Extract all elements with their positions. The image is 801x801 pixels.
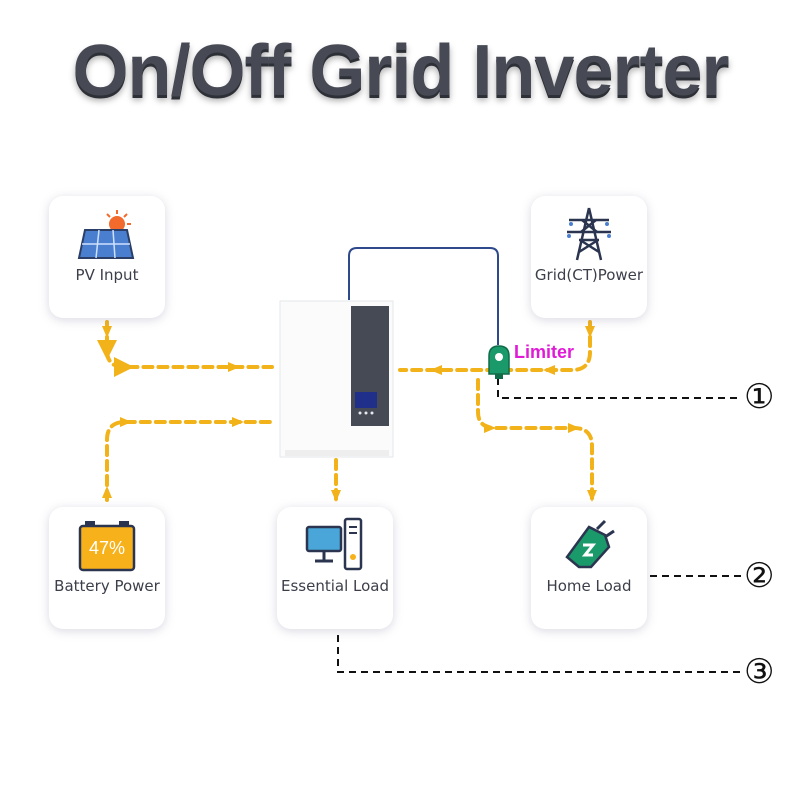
pv-input-label: PV Input xyxy=(75,266,139,284)
essential-load-label: Essential Load xyxy=(280,577,389,595)
home-load-label: Home Load xyxy=(546,577,632,595)
page-title: On/Off Grid Inverter xyxy=(72,31,729,111)
callout-marker-2: ② xyxy=(744,556,775,596)
power-tower-icon xyxy=(567,207,611,261)
ct-clamp-icon xyxy=(488,345,510,379)
battery-power-label: Battery Power xyxy=(54,577,160,595)
flow-battery-to-inverter xyxy=(105,420,274,502)
inverter-icon xyxy=(279,300,394,458)
computer-icon xyxy=(305,517,363,571)
grid-power-label: Grid(CT)Power xyxy=(534,266,644,284)
home-load-card: Home Load xyxy=(531,507,647,629)
callout-marker-3: ③ xyxy=(744,652,775,692)
battery-power-card: 47% Battery Power xyxy=(49,507,165,629)
callout-line-1 xyxy=(497,378,742,399)
flow-grid-to-inverter xyxy=(398,320,592,372)
grid-power-card: Grid(CT)Power xyxy=(531,196,647,318)
flow-to-home-load xyxy=(476,378,594,502)
battery-icon xyxy=(78,521,136,572)
pv-input-card: PV Input xyxy=(49,196,165,318)
ct-wire xyxy=(348,247,499,345)
callout-marker-1: ① xyxy=(744,377,775,417)
essential-load-card: Essential Load xyxy=(277,507,393,629)
plug-icon xyxy=(565,519,615,569)
battery-level: 47% xyxy=(88,538,126,558)
flow-pv-to-inverter xyxy=(96,320,274,377)
callout-line-3 xyxy=(337,635,742,673)
limiter-label: Limiter xyxy=(514,342,575,362)
solar-panel-icon xyxy=(77,210,135,259)
